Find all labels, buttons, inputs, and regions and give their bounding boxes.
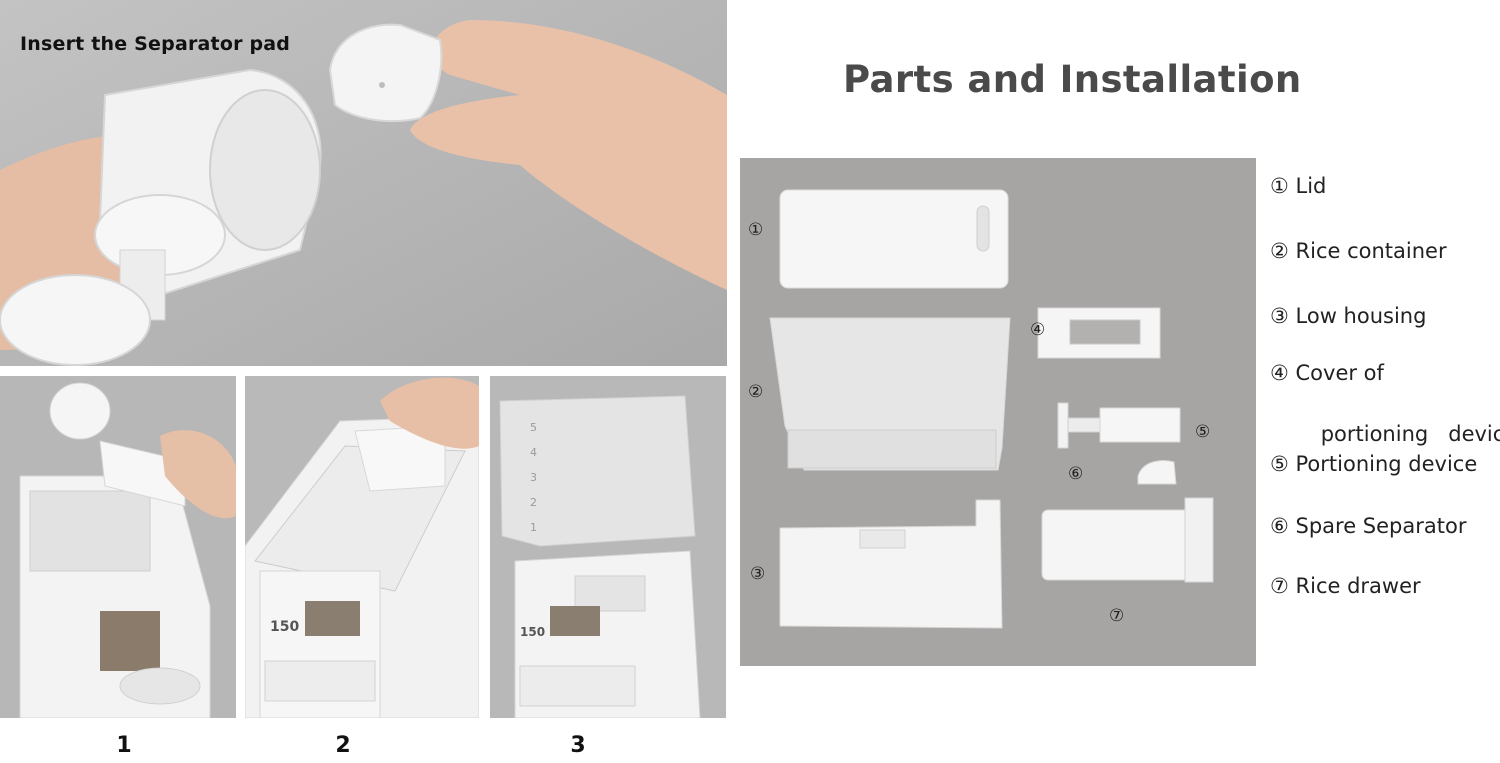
rice-drawer-part	[1041, 509, 1205, 581]
legend-item-cover: ④ Cover of	[1270, 361, 1384, 385]
legend-item-lid: ① Lid	[1270, 174, 1327, 198]
legend-item-rice-drawer: ⑦ Rice drawer	[1270, 574, 1421, 598]
legend-item-low-housing: ③ Low housing	[1270, 304, 1427, 328]
svg-text:4: 4	[530, 446, 537, 459]
step-1-photo	[0, 376, 236, 718]
step-2-illustration: 150	[245, 376, 479, 718]
step-2-photo: 150	[245, 376, 479, 718]
marker-4: ④	[1030, 320, 1046, 340]
marker-2: ②	[748, 382, 764, 402]
marker-1: ①	[748, 220, 764, 240]
marker-6: ⑥	[1068, 464, 1084, 484]
legend-item-portioning-device: ⑤ Portioning device	[1270, 452, 1478, 476]
svg-text:3: 3	[530, 471, 537, 484]
step-number-3: 3	[570, 733, 586, 758]
lid-part	[779, 189, 1009, 289]
marker-5: ⑤	[1195, 422, 1211, 442]
step-3-photo: 5 4 3 2 1 150	[490, 376, 726, 718]
parts-panel: ① ② ③ ④ ⑤ ⑥ ⑦	[740, 158, 1256, 666]
step-1-illustration	[0, 376, 236, 718]
step-3-label: 150	[520, 625, 545, 639]
marker-3: ③	[750, 564, 766, 584]
svg-text:1: 1	[530, 521, 537, 534]
low-housing-part	[779, 499, 1003, 629]
hero-photo: Insert the Separator pad	[0, 0, 727, 366]
legend-item-rice-container: ② Rice container	[1270, 239, 1447, 263]
step-3-illustration: 5 4 3 2 1 150	[490, 376, 726, 718]
step-2-label: 150	[270, 619, 299, 635]
step-number-1: 1	[116, 733, 132, 758]
section-heading: Parts and Installation	[843, 58, 1302, 101]
legend-item-spare-separator: ⑥ Spare Separator	[1270, 514, 1467, 538]
step-number-2: 2	[335, 733, 351, 758]
step-3-scale: 5 4 3 2 1	[530, 421, 537, 534]
hero-illustration	[0, 0, 727, 366]
hero-caption: Insert the Separator pad	[20, 33, 291, 55]
parts-illustration	[769, 189, 1214, 629]
svg-text:2: 2	[530, 496, 537, 509]
svg-text:5: 5	[530, 421, 537, 434]
spare-separator-part	[1137, 460, 1177, 485]
legend-item-cover-continued: portioning device	[1320, 422, 1500, 446]
portioning-part	[1057, 402, 1069, 449]
marker-7: ⑦	[1109, 606, 1125, 626]
